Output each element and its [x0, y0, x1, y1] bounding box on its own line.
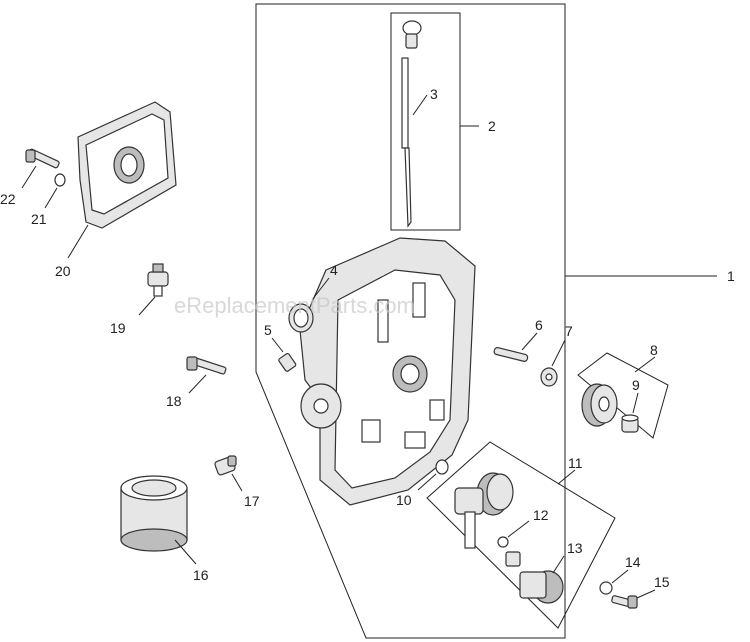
callout-9: 9: [632, 377, 640, 393]
plug: [278, 353, 297, 372]
closure-plate: [299, 237, 476, 506]
oil-seal: [288, 303, 314, 333]
callout-17: 17: [244, 493, 260, 509]
assembly-outline: [255, 3, 566, 639]
callout-20: 20: [55, 263, 71, 279]
washer-small: [54, 173, 66, 187]
pump-bolt: [611, 595, 638, 609]
bushing: [540, 367, 558, 387]
dipstick-group-box: [390, 12, 461, 231]
callout-5: 5: [264, 322, 272, 338]
callout-22: 22: [0, 191, 16, 207]
washer: [599, 581, 613, 595]
small-o-ring: [497, 536, 509, 548]
watermark: eReplacementParts.com: [174, 293, 415, 318]
callout-6: 6: [535, 317, 543, 333]
gear-bolt: [621, 414, 639, 433]
pressure-switch: [147, 263, 169, 297]
callout-19: 19: [110, 320, 126, 336]
relief-valve: [505, 551, 564, 604]
callout-13: 13: [567, 540, 583, 556]
pin: [493, 347, 529, 362]
oil-pump-group-box: [426, 441, 616, 629]
callout-21: 21: [31, 211, 47, 227]
callout-11: 11: [568, 455, 583, 471]
gear: [581, 383, 618, 427]
adapter-plate: [77, 101, 177, 229]
callout-3: 3: [430, 86, 438, 102]
callout-10: 10: [396, 492, 412, 508]
callout-16: 16: [193, 567, 209, 583]
callout-labels: 1 2 3 4 5 6 7 8 9 10 11 12 13 14 15 16 1…: [0, 86, 735, 590]
callout-8: 8: [650, 342, 658, 358]
callout-2: 2: [488, 118, 496, 134]
oil-filter: [120, 475, 188, 552]
callout-12: 12: [533, 507, 549, 523]
callout-4: 4: [330, 262, 338, 278]
dipstick: [401, 20, 422, 228]
callout-1: 1: [727, 268, 735, 284]
plate-bolt: [25, 148, 60, 169]
hex-bolt: [186, 356, 227, 375]
callout-7: 7: [565, 323, 573, 339]
oil-pump: [454, 472, 514, 549]
callout-15: 15: [654, 574, 670, 590]
o-ring: [435, 459, 449, 475]
callout-14: 14: [625, 554, 641, 570]
callout-18: 18: [166, 393, 182, 409]
fitting: [214, 455, 237, 476]
